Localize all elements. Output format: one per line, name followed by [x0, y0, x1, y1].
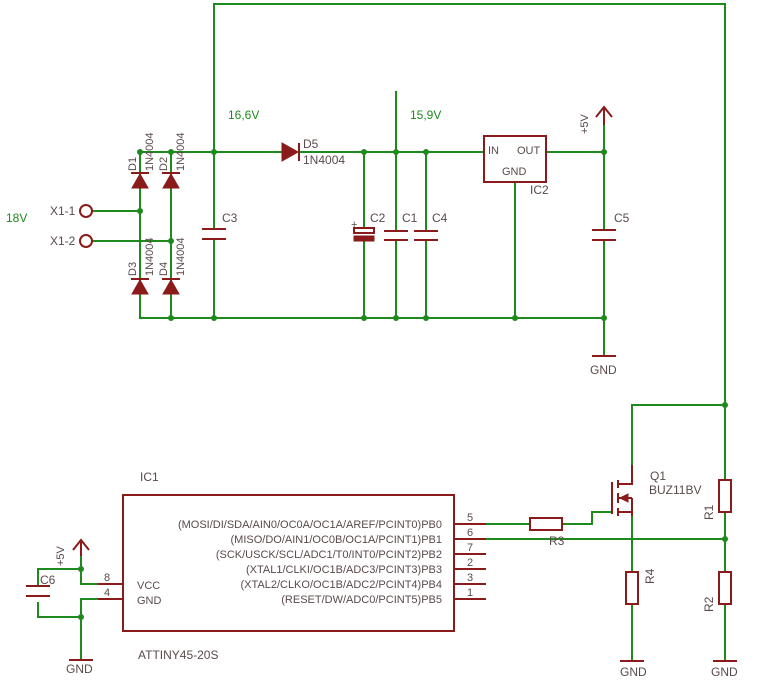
svg-text:IN: IN: [488, 145, 499, 157]
capacitor-c4: C4: [414, 211, 448, 241]
resistor-r3: R3: [529, 517, 565, 548]
resistor-r4: R4: [625, 568, 657, 605]
svg-text:GND: GND: [590, 363, 617, 377]
mcu-ic1: IC1 ATTINY45-20S VCC GND 8 4 (MOSI/DI/SD…: [98, 470, 486, 662]
net-label-18v: 18V: [6, 211, 27, 225]
resistor-r1: R1: [702, 479, 732, 520]
svg-text:R3: R3: [549, 534, 565, 548]
diode-d2: D2 1N4004: [158, 132, 187, 189]
svg-text:OUT: OUT: [517, 145, 541, 157]
svg-text:+5V: +5V: [579, 113, 591, 134]
svg-text:C4: C4: [432, 211, 448, 225]
svg-text:1N4004: 1N4004: [175, 237, 187, 276]
svg-text:C2: C2: [370, 211, 386, 225]
svg-text:(XTAL1/CLKI/OC1B/ADC3/PCINT3)P: (XTAL1/CLKI/OC1B/ADC3/PCINT3)PB3: [246, 564, 442, 576]
svg-text:2: 2: [467, 557, 473, 569]
svg-text:D2: D2: [158, 157, 170, 171]
supply-5v-top: +5V: [579, 105, 613, 134]
ground-regulator: GND: [590, 355, 617, 377]
junction-dots: [78, 149, 728, 620]
svg-text:C1: C1: [402, 211, 418, 225]
svg-text:BUZ11BV: BUZ11BV: [649, 483, 701, 497]
diode-d3: D3 1N4004: [127, 237, 156, 295]
svg-text:1: 1: [467, 587, 473, 599]
mcu-pin-pb4: (XTAL2/CLKO/OC1B/ADC2/PCINT4)PB4 3: [240, 572, 486, 591]
svg-text:C6: C6: [40, 573, 56, 587]
svg-text:GND: GND: [711, 665, 738, 679]
capacitor-c1: C1: [384, 211, 418, 241]
regulator-ic2: IN OUT GND IC2: [483, 135, 549, 197]
diode-d5: D5 1N4004: [281, 137, 345, 167]
svg-text:6: 6: [467, 527, 473, 539]
svg-text:(SCK/USCK/SCL/ADC1/T0/INT0/PCI: (SCK/USCK/SCL/ADC1/T0/INT0/PCINT2)PB2: [216, 549, 442, 561]
svg-text:5: 5: [467, 512, 473, 524]
supply-5v-mcu: +5V: [55, 538, 90, 566]
svg-text:R1: R1: [702, 504, 716, 520]
svg-text:IC1: IC1: [140, 470, 159, 484]
svg-text:R4: R4: [643, 568, 657, 584]
x1-1-label: X1-1: [50, 204, 76, 218]
svg-text:+5V: +5V: [55, 545, 67, 566]
capacitor-c3: C3: [202, 211, 238, 240]
svg-text:1N4004: 1N4004: [144, 237, 156, 276]
mcu-pin-pb0: (MOSI/DI/SDA/AIN0/OC0A/OC1A/AREF/PCINT0)…: [178, 512, 486, 531]
svg-text:4: 4: [104, 587, 110, 599]
svg-text:Q1: Q1: [650, 469, 666, 483]
mcu-pin-pb2: (SCK/USCK/SCL/ADC1/T0/INT0/PCINT2)PB2 7: [216, 542, 486, 561]
net-label-15v9: 15,9V: [410, 108, 441, 122]
capacitor-c2: + C2: [351, 211, 386, 242]
svg-text:ATTINY45-20S: ATTINY45-20S: [138, 648, 218, 662]
wires: [37, 3, 726, 661]
svg-text:(RESET/DW/ADC0/PCINT5)PB5: (RESET/DW/ADC0/PCINT5)PB5: [281, 594, 442, 606]
ground-q1: GND: [620, 660, 647, 679]
x1-2-label: X1-2: [50, 234, 76, 248]
diode-d4: D4 1N4004: [158, 237, 187, 295]
capacitor-c5: C5: [592, 211, 630, 241]
svg-text:7: 7: [467, 542, 473, 554]
svg-text:VCC: VCC: [137, 580, 160, 592]
svg-text:C5: C5: [614, 211, 630, 225]
svg-text:R2: R2: [702, 596, 716, 612]
mcu-pin-pb5: (RESET/DW/ADC0/PCINT5)PB5 1: [281, 587, 486, 606]
diode-d1: D1 1N4004: [127, 132, 156, 189]
resistor-r2: R2: [702, 571, 732, 612]
svg-text:D1: D1: [127, 157, 139, 171]
svg-text:1N4004: 1N4004: [303, 153, 345, 167]
ground-r2: GND: [711, 660, 738, 679]
svg-text:GND: GND: [502, 166, 527, 178]
svg-text:GND: GND: [137, 595, 162, 607]
svg-text:3: 3: [467, 572, 473, 584]
connector-x1: X1-1 X1-2: [50, 204, 93, 248]
net-label-16v6: 16,6V: [228, 108, 259, 122]
svg-text:+: +: [351, 219, 357, 231]
mosfet-q1: Q1 BUZ11BV: [611, 465, 701, 516]
svg-text:1N4004: 1N4004: [175, 132, 187, 171]
svg-text:D3: D3: [127, 262, 139, 276]
capacitor-c6: C6: [26, 573, 56, 597]
mcu-pin-pb1: (MISO/DO/AIN1/OC0B/OC1A/PCINT1)PB1 6: [231, 527, 486, 546]
svg-text:D4: D4: [158, 262, 170, 276]
svg-text:1N4004: 1N4004: [144, 132, 156, 171]
svg-text:(MOSI/DI/SDA/AIN0/OC0A/OC1A/AR: (MOSI/DI/SDA/AIN0/OC0A/OC1A/AREF/PCINT0)…: [178, 519, 442, 531]
svg-text:GND: GND: [620, 665, 647, 679]
svg-text:8: 8: [104, 572, 110, 584]
ground-mcu: GND: [66, 659, 93, 676]
svg-text:D5: D5: [303, 137, 319, 151]
svg-text:C3: C3: [222, 211, 238, 225]
mcu-pin-pb3: (XTAL1/CLKI/OC1B/ADC3/PCINT3)PB3 2: [246, 557, 486, 576]
svg-text:IC2: IC2: [530, 183, 549, 197]
svg-text:GND: GND: [66, 662, 93, 676]
svg-text:(MISO/DO/AIN1/OC0B/OC1A/PCINT1: (MISO/DO/AIN1/OC0B/OC1A/PCINT1)PB1: [231, 534, 443, 546]
svg-text:(XTAL2/CLKO/OC1B/ADC2/PCINT4)P: (XTAL2/CLKO/OC1B/ADC2/PCINT4)PB4: [240, 579, 442, 591]
